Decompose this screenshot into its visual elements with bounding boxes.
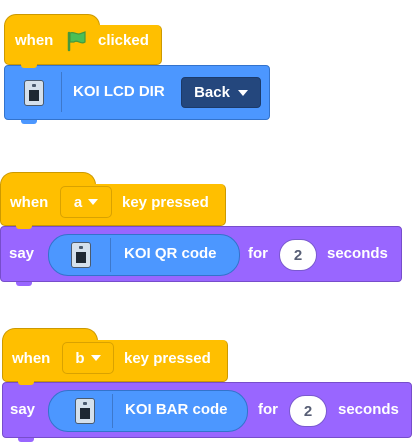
icon-separator xyxy=(110,238,111,272)
seconds-input[interactable]: 2 xyxy=(289,395,327,427)
script-when-a-key-pressed[interactable]: when a key pressed say KOI QR code for 2… xyxy=(0,160,402,290)
when-key-pressed-hat[interactable] xyxy=(0,184,226,226)
caret-down-icon xyxy=(88,199,99,205)
seconds-input[interactable]: 2 xyxy=(279,239,317,271)
stack-notch xyxy=(16,282,32,286)
koi-lcd-dir-label: KOI LCD DIR xyxy=(73,83,165,100)
seconds-label: seconds xyxy=(338,401,399,418)
hat-when-label: when xyxy=(10,194,49,211)
for-label: for xyxy=(258,401,278,418)
hat-key-pressed-label: key pressed xyxy=(124,350,211,367)
hat-when-label: when xyxy=(15,32,54,49)
script-when-flag-clicked[interactable]: when clicked KOI LCD DIR Back xyxy=(0,0,270,125)
koi-device-icon xyxy=(71,242,91,268)
stack-notch xyxy=(18,438,34,442)
direction-dropdown[interactable]: Back xyxy=(181,77,261,108)
icon-separator xyxy=(61,72,62,112)
stack-notch xyxy=(16,225,32,229)
koi-device-icon xyxy=(24,80,44,106)
hat-key-pressed-label: key pressed xyxy=(122,194,209,211)
green-flag-icon xyxy=(67,31,86,52)
caret-down-icon xyxy=(237,89,248,96)
stack-notch xyxy=(21,120,37,124)
key-dropdown-a[interactable]: a xyxy=(60,186,112,218)
koi-device-icon xyxy=(75,398,95,424)
key-dropdown-value: b xyxy=(75,349,85,367)
hat-when-label: when xyxy=(12,350,51,367)
caret-down-icon xyxy=(90,355,101,361)
say-label: say xyxy=(9,245,35,262)
koi-bar-code-label: KOI BAR code xyxy=(125,401,228,418)
say-label: say xyxy=(10,401,36,418)
seconds-label: seconds xyxy=(327,245,388,262)
icon-separator xyxy=(112,394,113,428)
script-when-b-key-pressed[interactable]: when b key pressed say KOI BAR code for … xyxy=(0,318,412,446)
stack-notch xyxy=(21,64,37,68)
when-key-pressed-hat[interactable] xyxy=(2,340,228,382)
key-dropdown-value: a xyxy=(73,193,83,211)
hat-clicked-label: clicked xyxy=(98,32,149,49)
when-flag-clicked-hat[interactable] xyxy=(4,25,162,65)
direction-dropdown-value: Back xyxy=(194,84,230,101)
key-dropdown-b[interactable]: b xyxy=(62,342,114,374)
koi-qr-code-label: KOI QR code xyxy=(124,245,217,262)
stack-notch xyxy=(18,381,34,385)
for-label: for xyxy=(248,245,268,262)
